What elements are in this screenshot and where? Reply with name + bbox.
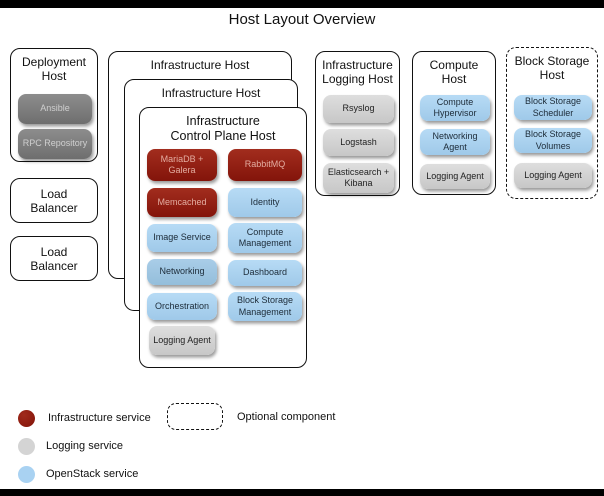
service-orchestration: Orchestration	[147, 293, 217, 320]
service-block-storage-management: Block Storage Management	[228, 292, 302, 321]
host-load-balancer-2: Load Balancer	[10, 236, 98, 281]
service-networking-agent: Networking Agent	[420, 129, 490, 155]
service-logging-agent-block-storage: Logging Agent	[514, 163, 592, 188]
service-networking: Networking	[147, 259, 217, 285]
host-infrastructure-control-plane: Infrastructure Control Plane Host MariaD…	[139, 107, 307, 368]
legend-logging-service-label: Logging service	[46, 440, 124, 452]
service-block-storage-scheduler: Block Storage Scheduler	[514, 95, 592, 120]
host-infrastructure-mid-title: Infrastructure Host	[161, 86, 261, 100]
host-infrastructure-logging-title: Infrastructure Logging Host	[322, 58, 393, 87]
service-rpc-repository: RPC Repository	[18, 129, 92, 159]
legend-optional-component-swatch	[167, 403, 223, 430]
host-load-balancer-1-title: Load Balancer	[30, 187, 78, 216]
service-elasticsearch-kibana: Elasticsearch + Kibana	[323, 163, 394, 193]
page-title: Host Layout Overview	[228, 11, 376, 28]
bottom-border-bar	[0, 489, 604, 496]
host-deployment: Deployment Host Ansible RPC Repository	[10, 48, 98, 162]
host-infrastructure-control-plane-title: Infrastructure Control Plane Host	[170, 114, 276, 143]
host-load-balancer-1: Load Balancer	[10, 178, 98, 223]
service-compute-management: Compute Management	[228, 223, 302, 253]
service-logging-agent-control-plane: Logging Agent	[149, 326, 215, 355]
host-load-balancer-2-title: Load Balancer	[30, 245, 78, 274]
host-compute-title: Compute Host	[429, 58, 479, 87]
service-memcached: Memcached	[147, 188, 217, 217]
legend-infrastructure-service-label: Infrastructure service	[48, 412, 151, 424]
service-ansible: Ansible	[18, 94, 92, 124]
legend-infrastructure-service-swatch	[18, 410, 35, 427]
legend-logging-service-swatch	[18, 438, 35, 455]
service-mariadb-galera: MariaDB + Galera	[147, 149, 217, 181]
top-border-bar	[0, 0, 604, 8]
host-block-storage-title: Block Storage Host	[514, 54, 590, 83]
host-infrastructure-logging: Infrastructure Logging Host Rsyslog Logs…	[315, 51, 400, 196]
service-identity: Identity	[228, 188, 302, 217]
service-logstash: Logstash	[323, 129, 394, 156]
service-rsyslog: Rsyslog	[323, 95, 394, 123]
service-logging-agent-compute: Logging Agent	[420, 164, 490, 189]
service-dashboard: Dashboard	[228, 260, 302, 286]
legend-optional-component-label: Optional component	[237, 411, 336, 423]
host-infrastructure-back-title: Infrastructure Host	[150, 58, 250, 72]
host-deployment-title: Deployment Host	[21, 55, 87, 84]
service-block-storage-volumes: Block Storage Volumes	[514, 128, 592, 153]
host-compute: Compute Host Compute Hypervisor Networki…	[412, 51, 496, 195]
service-rabbitmq: RabbitMQ	[228, 149, 302, 181]
service-image-service: Image Service	[147, 224, 217, 252]
legend-openstack-service-label: OpenStack service	[46, 468, 139, 480]
legend-openstack-service-swatch	[18, 466, 35, 483]
host-block-storage: Block Storage Host Block Storage Schedul…	[506, 47, 598, 199]
service-compute-hypervisor: Compute Hypervisor	[420, 95, 490, 121]
